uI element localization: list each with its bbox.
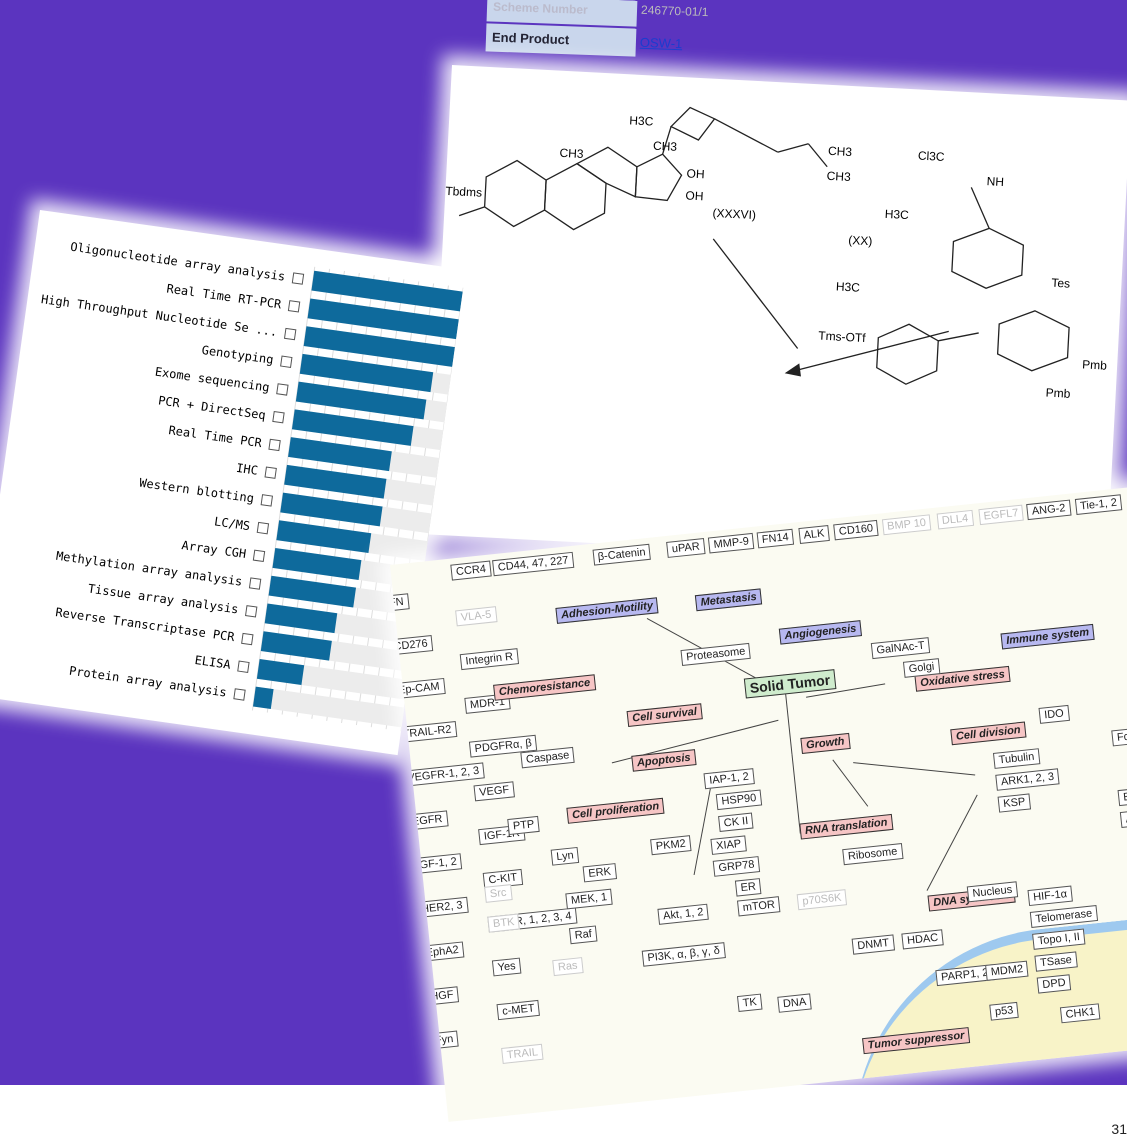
bar bbox=[288, 437, 392, 472]
page-number: 31 bbox=[1111, 1121, 1127, 1137]
bar bbox=[311, 270, 463, 312]
chem-label-ch3-4: CH3 bbox=[826, 169, 851, 184]
category-checkbox[interactable] bbox=[272, 410, 285, 424]
chem-label-oh-1: OH bbox=[686, 166, 705, 181]
molecule-node: TK bbox=[736, 993, 763, 1013]
bar bbox=[264, 603, 338, 634]
bar bbox=[295, 381, 427, 420]
category-checkbox[interactable] bbox=[244, 605, 258, 618]
category-checkbox[interactable] bbox=[233, 688, 246, 701]
bar bbox=[280, 492, 383, 527]
category-checkbox[interactable] bbox=[276, 383, 289, 396]
molecule-node: Src bbox=[484, 884, 513, 903]
scheme-number-label: Scheme Number bbox=[486, 0, 638, 27]
chem-label-ch3-3: CH3 bbox=[828, 144, 853, 159]
bar bbox=[256, 658, 305, 686]
molecule-node: Ras bbox=[552, 957, 584, 977]
category-label: Protein array analysis bbox=[68, 664, 227, 700]
molecule-node: Raf bbox=[568, 925, 598, 945]
category-checkbox[interactable] bbox=[237, 660, 250, 673]
category-label: Array CGH bbox=[181, 538, 247, 561]
category-checkbox[interactable] bbox=[291, 272, 305, 285]
bar bbox=[303, 326, 455, 367]
chem-label-pmb-1: Pmb bbox=[1082, 357, 1108, 372]
chem-label-h3c-3: H3C bbox=[836, 279, 861, 294]
chem-label-tbdms: Tbdms bbox=[445, 184, 482, 200]
category-checkbox[interactable] bbox=[280, 355, 293, 368]
chem-label-nh: NH bbox=[986, 174, 1004, 189]
chem-label-xxxvi: (XXXVI) bbox=[712, 206, 756, 222]
bar bbox=[260, 631, 332, 661]
category-checkbox[interactable] bbox=[283, 327, 297, 341]
chem-label-tmsotf: Tms-OTf bbox=[818, 329, 867, 345]
chem-label-h3c-2: H3C bbox=[884, 207, 909, 222]
category-label: IHC bbox=[235, 461, 258, 478]
bar-track bbox=[252, 686, 405, 728]
chem-label-cl3c: Cl3C bbox=[918, 149, 946, 164]
category-checkbox[interactable] bbox=[287, 300, 301, 313]
category-label: Real Time PCR bbox=[168, 423, 264, 450]
bar bbox=[276, 520, 372, 554]
category-checkbox[interactable] bbox=[264, 466, 277, 479]
chem-label-ch3-1: CH3 bbox=[559, 146, 584, 161]
molecule-node: PTP bbox=[507, 815, 541, 836]
bar bbox=[252, 686, 274, 709]
chemical-structures: Tbdms (XXXVI) (XX) Tms-OTf Tes Pmb Pmb O… bbox=[445, 106, 1108, 401]
molecule-node: ERK bbox=[582, 863, 617, 883]
receptor-node: ALK bbox=[797, 524, 831, 545]
category-label: Real Time RT-PCR bbox=[166, 281, 283, 311]
molecule-node: p53 bbox=[989, 1001, 1020, 1021]
bar bbox=[307, 298, 459, 340]
chem-label-ch3-2: CH3 bbox=[653, 139, 678, 154]
category-label: PCR + DirectSeq bbox=[157, 393, 266, 422]
category-label: Tissue array analysis bbox=[87, 581, 239, 616]
chem-label-h3c-1: H3C bbox=[629, 113, 654, 128]
category-label: ELISA bbox=[194, 653, 232, 672]
category-checkbox[interactable] bbox=[256, 521, 270, 535]
end-product-label: End Product bbox=[485, 23, 637, 57]
category-checkbox[interactable] bbox=[268, 438, 281, 452]
molecule-node: BTK bbox=[487, 913, 521, 933]
bar bbox=[299, 353, 434, 393]
category-label: Genotyping bbox=[201, 343, 274, 367]
category-checkbox[interactable] bbox=[252, 549, 266, 563]
bar bbox=[284, 464, 387, 499]
bar bbox=[272, 548, 362, 580]
molecule-node: KSP bbox=[997, 793, 1032, 813]
category-checkbox[interactable] bbox=[241, 632, 254, 646]
molecule-node: ER bbox=[734, 878, 762, 897]
scheme-number-value: 246770-01/1 bbox=[640, 2, 709, 20]
category-label: Western blotting bbox=[138, 476, 254, 506]
chem-label-tes: Tes bbox=[1051, 276, 1070, 291]
category-label: Oligonucleotide array analysis bbox=[69, 240, 286, 284]
chem-label-pmb-2: Pmb bbox=[1045, 386, 1071, 401]
chemical-scheme: Tbdms (XXXVI) (XX) Tms-OTf Tes Pmb Pmb O… bbox=[427, 65, 1127, 570]
end-product-link[interactable]: OSW-1 bbox=[639, 34, 683, 52]
receptor-node: Yes bbox=[491, 957, 522, 977]
category-label: LC/MS bbox=[213, 514, 251, 533]
category-label: Exome sequencing bbox=[154, 365, 270, 395]
chem-label-oh-2: OH bbox=[685, 188, 704, 203]
molecule-node: Bcr bbox=[1117, 787, 1127, 807]
bar bbox=[291, 409, 414, 446]
molecule-node: Abl bbox=[1119, 809, 1127, 828]
category-checkbox[interactable] bbox=[248, 577, 262, 590]
molecule-node: IDO bbox=[1038, 704, 1070, 724]
chem-label-xx: (XX) bbox=[848, 233, 873, 248]
category-checkbox[interactable] bbox=[260, 494, 274, 507]
bar bbox=[268, 575, 357, 608]
molecule-node: Lyn bbox=[550, 846, 580, 866]
